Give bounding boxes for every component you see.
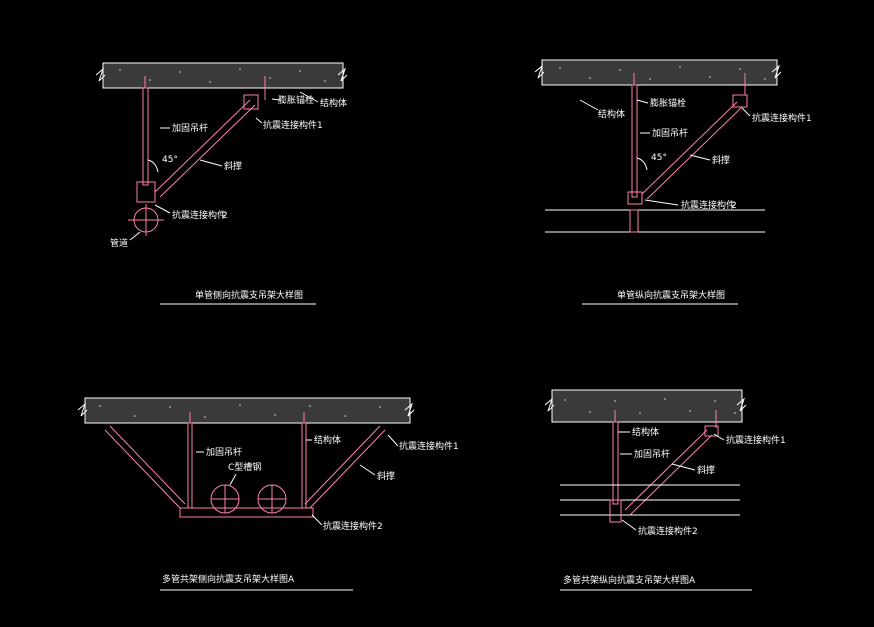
leader-connector-1 (713, 433, 725, 441)
leader-connector-1 (387, 434, 399, 447)
label-brace: 斜撑 (377, 470, 395, 482)
detail-1: 膨胀锚栓 结构体 加固吊杆 抗震连接构件1 45° 斜撑 抗震连接构件 2 管道… (95, 62, 348, 305)
slab-speckles (559, 66, 766, 80)
leader-brace (359, 464, 376, 476)
break-mark-left (544, 397, 555, 412)
angle-arc (147, 159, 159, 173)
label-connector-1: 抗震连接构件1 (263, 119, 323, 131)
hanger-rod (612, 421, 619, 505)
leader-connector-2 (644, 199, 679, 206)
leader-connector-1 (255, 117, 263, 124)
diagonal-brace (154, 99, 256, 198)
label-connector-2: 抗震连接构件2 (323, 520, 383, 532)
diagonal-brace-left (104, 425, 186, 509)
slab-speckles (99, 404, 381, 418)
label-rod: 加固吊杆 (634, 448, 670, 460)
concrete-slab (84, 397, 411, 424)
leader-brace (199, 159, 223, 167)
diagonal-brace (624, 429, 713, 516)
label-connector-1: 抗震连接构件1 (399, 440, 459, 452)
label-connector-1: 抗震连接构件1 (752, 112, 812, 124)
diagonal-brace-right (304, 425, 386, 509)
break-mark-right (337, 67, 348, 82)
hanger-rod (142, 87, 149, 186)
leader-brace (671, 463, 696, 471)
leader-pipe (129, 231, 141, 241)
break-mark-right (736, 397, 747, 412)
slab-speckles (119, 68, 326, 83)
title-detail-4: 多管共架纵向抗震支吊架大样图A (563, 574, 696, 586)
hanger-rod (631, 84, 638, 198)
label-structure: 结构体 (632, 426, 659, 438)
break-mark-right (404, 402, 415, 417)
slab-speckles (564, 398, 736, 414)
label-anchor: 膨胀锚栓 (278, 94, 314, 106)
label-connector-2: 抗震连接构件2 (638, 525, 698, 537)
connector-1-part (243, 94, 259, 110)
c-channel (179, 507, 314, 518)
connector-2-part (609, 499, 622, 523)
label-structure: 结构体 (314, 434, 341, 446)
detail-3: 加固吊杆 结构体 抗震连接构件1 C型槽钢 斜撑 抗震连接构件2 多管共架侧向抗… (77, 397, 459, 591)
diagonal-brace (641, 101, 743, 200)
detail-4: 结构体 加固吊杆 抗震连接构件1 斜撑 抗震连接构件2 多管共架纵向抗震支吊架大… (544, 389, 786, 591)
hanger-rod-left (187, 422, 193, 509)
label-connector-2-num: 2 (731, 201, 737, 211)
label-connector-2: 抗震连接构件 (172, 209, 226, 221)
label-angle: 45° (162, 155, 178, 165)
leader-connector-1 (741, 107, 751, 117)
leader-anchor (271, 98, 281, 101)
label-brace: 斜撑 (224, 160, 242, 172)
label-anchor: 膨胀锚栓 (650, 97, 686, 109)
label-rod: 加固吊杆 (206, 446, 242, 458)
angle-arc (636, 157, 648, 171)
label-brace: 斜撑 (712, 154, 730, 166)
leader-channel (229, 473, 237, 486)
label-channel: C型槽钢 (228, 461, 261, 473)
label-connector-2-num: 2 (222, 211, 228, 221)
pipe-clamp (629, 209, 639, 233)
break-mark-left (95, 67, 106, 82)
label-pipe: 管道 (110, 237, 128, 249)
concrete-slab (102, 62, 344, 89)
connector-2-part (627, 191, 643, 205)
leader-brace (689, 154, 711, 161)
leader-anchor (636, 99, 649, 104)
label-rod: 加固吊杆 (172, 122, 208, 134)
leader-structure (579, 99, 599, 111)
leader-structure (299, 91, 319, 103)
break-mark-left (534, 64, 545, 79)
concrete-slab (541, 59, 778, 86)
leader-connector-2 (621, 519, 637, 531)
title-detail-2: 单管纵向抗震支吊架大样图 (617, 289, 725, 301)
leader-connector-2 (311, 514, 323, 526)
label-brace: 斜撑 (697, 464, 715, 476)
pipe-clamp (128, 204, 164, 236)
label-connector-1: 抗震连接构件1 (726, 434, 786, 446)
title-detail-1: 单管侧向抗震支吊架大样图 (195, 289, 303, 301)
hanger-rod-right (301, 422, 307, 509)
label-structure: 结构体 (320, 97, 347, 109)
title-detail-3: 多管共架侧向抗震支吊架大样图A (162, 573, 295, 585)
pipe-clamps (211, 485, 286, 513)
connector-2-part (136, 181, 156, 203)
break-mark-left (77, 402, 88, 417)
label-structure: 结构体 (598, 108, 625, 120)
concrete-slab (551, 389, 743, 423)
detail-2: 结构体 膨胀锚栓 加固吊杆 抗震连接构件1 45° 斜撑 抗震连接构件 2 单管… (534, 59, 812, 305)
leader-connector-2 (154, 204, 171, 214)
label-rod: 加固吊杆 (652, 127, 688, 139)
break-mark-right (771, 64, 782, 79)
connector-1-part (732, 94, 748, 108)
label-connector-2: 抗震连接构件 (681, 199, 735, 211)
label-angle: 45° (651, 153, 667, 163)
